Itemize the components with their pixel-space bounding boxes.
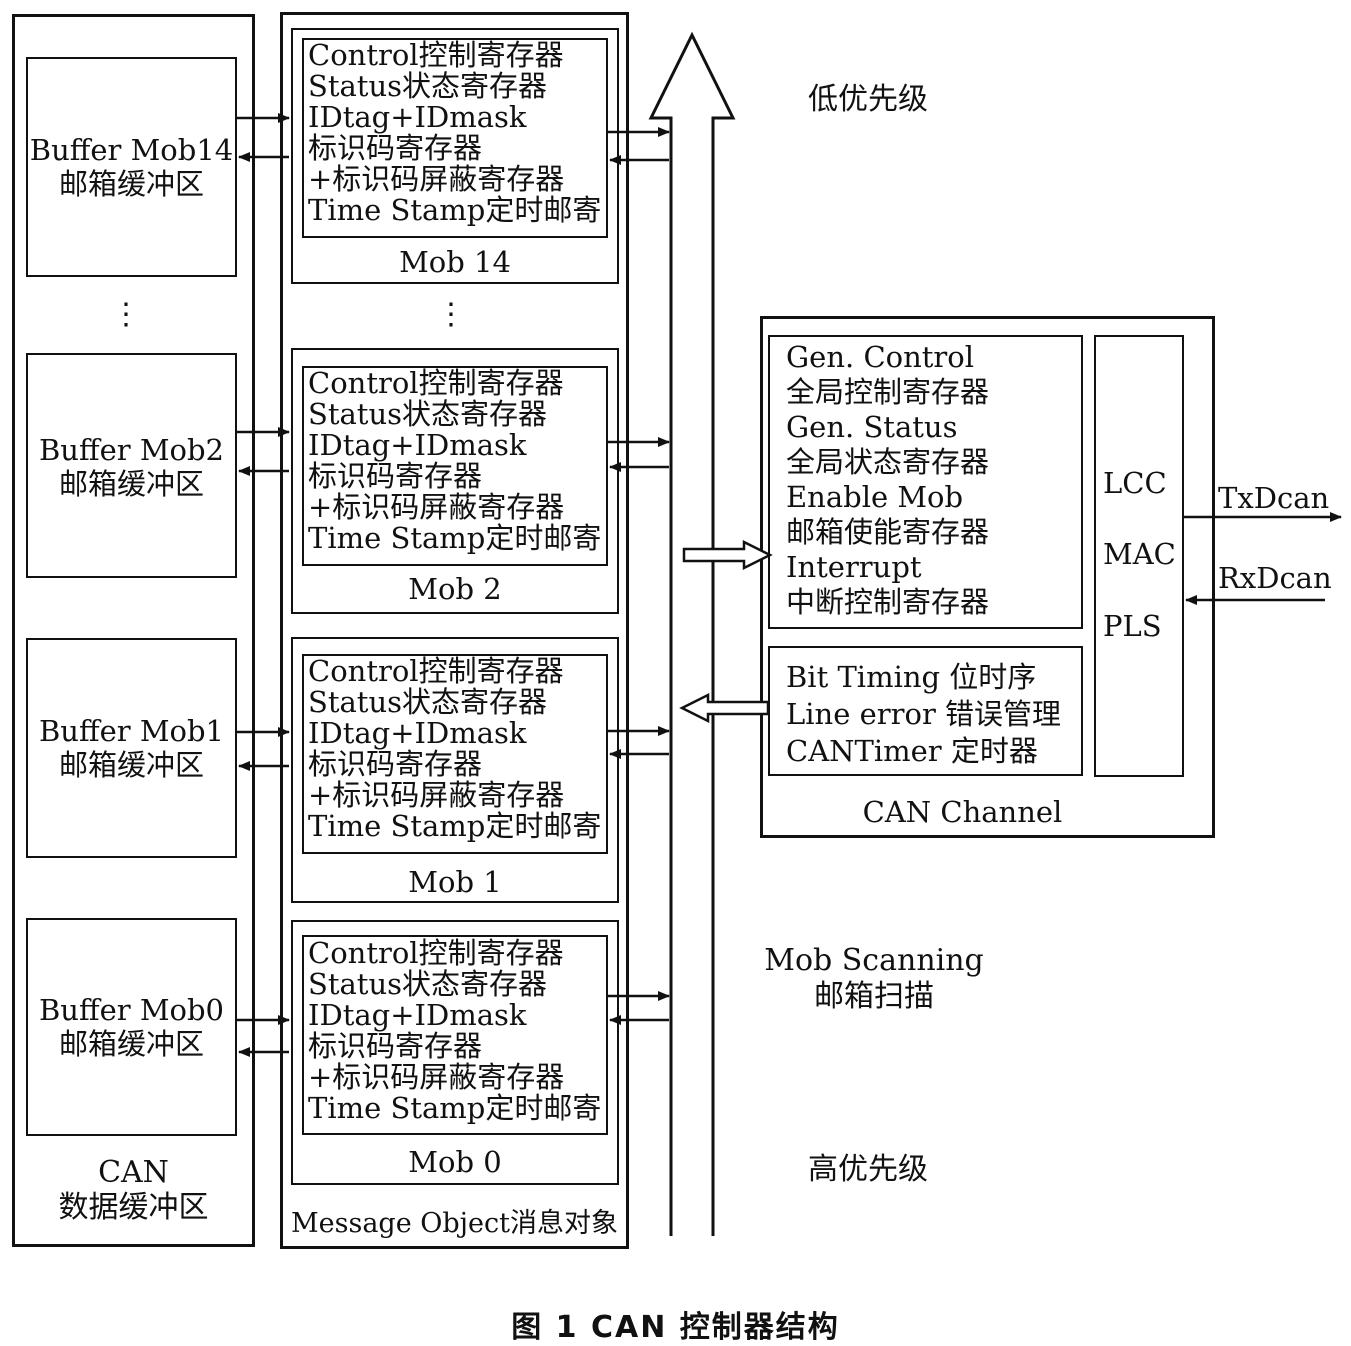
mob0-registers: Control控制寄存器 Status状态寄存器 IDtag+IDmask 标识… <box>308 936 602 1125</box>
layer-pls: PLS <box>1103 609 1162 643</box>
figure-caption: 图 1 CAN 控制器结构 <box>511 1310 840 1345</box>
high-priority-label: 高优先级 <box>808 1152 928 1187</box>
buffer-mob0-box <box>26 918 237 1136</box>
mob2-registers-box <box>302 366 608 566</box>
channel-to-bus-arrow <box>679 692 770 724</box>
buffer-mob14-box <box>26 57 237 277</box>
bus-to-channel-arrow <box>682 539 773 571</box>
timing-registers: Bit Timing 位时序 Line error 错误管理 CANTimer … <box>786 660 1062 768</box>
general-registers: Gen. Control 全局控制寄存器 Gen. Status 全局状态寄存器… <box>786 340 990 619</box>
rxdcan-label: RxDcan <box>1218 561 1332 595</box>
general-registers-box <box>768 335 1083 629</box>
mob0-outer <box>291 920 619 1185</box>
layer-mac: MAC <box>1103 537 1176 571</box>
can-channel-box <box>760 316 1215 838</box>
mob1-outer <box>291 637 619 903</box>
mob1-registers-box <box>302 654 608 854</box>
mob14-registers-box <box>302 38 608 238</box>
can-buffer-column <box>12 14 255 1247</box>
mob-ellipsis: ⋮ <box>436 297 466 332</box>
mob0-label: Mob 0 <box>408 1145 502 1179</box>
low-priority-label: 低优先级 <box>808 82 928 117</box>
mob2-registers: Control控制寄存器 Status状态寄存器 IDtag+IDmask 标识… <box>308 366 602 555</box>
tx-rx-arrows <box>1184 512 1342 605</box>
buffer-ellipsis: ⋮ <box>111 297 141 332</box>
mob14-label: Mob 14 <box>399 245 511 279</box>
mob-scanning-bus-arrow <box>648 31 736 1236</box>
mob2-label: Mob 2 <box>408 572 502 606</box>
message-object-column <box>280 12 629 1249</box>
can-channel-label: CAN Channel <box>862 795 1063 829</box>
mob2-outer <box>291 348 619 614</box>
protocol-layers-box <box>1094 335 1184 777</box>
message-object-column-label: Message Object消息对象 <box>290 1208 619 1239</box>
mob14-registers: Control控制寄存器 Status状态寄存器 IDtag+IDmask 标识… <box>308 38 602 227</box>
layer-lcc: LCC <box>1103 466 1167 500</box>
mob-bus-arrows <box>608 127 670 1025</box>
buffer-mob1-box <box>26 638 237 858</box>
mob0-registers-box <box>302 935 608 1135</box>
mob1-label: Mob 1 <box>408 865 502 899</box>
buffer-mob-arrows <box>237 113 290 1057</box>
buffer-mob2-box <box>26 353 237 578</box>
mob1-registers: Control控制寄存器 Status状态寄存器 IDtag+IDmask 标识… <box>308 654 602 843</box>
txdcan-label: TxDcan <box>1218 481 1330 515</box>
